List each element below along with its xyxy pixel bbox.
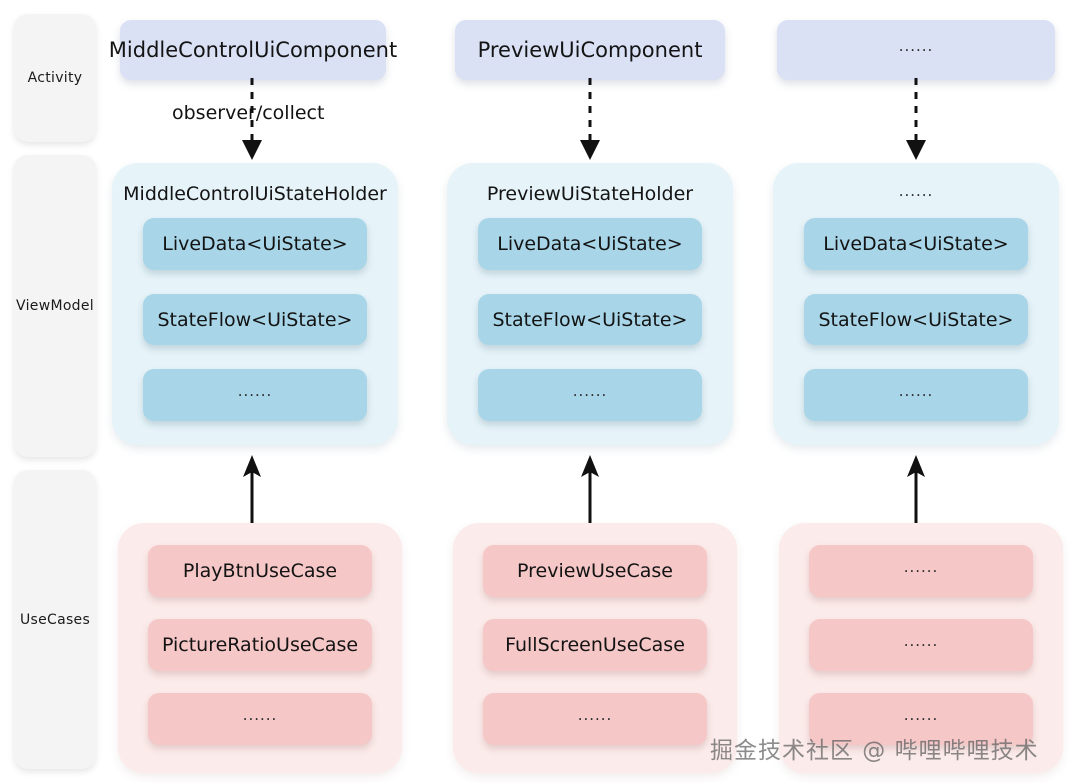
state-item-1-1[interactable]: StateFlow<UiState> — [143, 293, 367, 346]
state-item-2-1[interactable]: StateFlow<UiState> — [478, 293, 702, 346]
layer-label-usecases-text: UseCases — [19, 611, 91, 628]
state-holder-title-1: MiddleControlUiStateHolder — [123, 183, 387, 205]
layer-label-activity: Activity — [14, 14, 96, 142]
usecases-container-1: PlayBtnUseCase PictureRatioUseCase .....… — [118, 523, 402, 773]
state-item-label-3-2: ...... — [898, 382, 934, 401]
usecase-to-viewmodel-arrow-2 — [581, 455, 599, 527]
state-holder-container-2: PreviewUiStateHolder LiveData<UiState> S… — [447, 163, 733, 445]
state-item-label-2-1: StateFlow<UiState> — [492, 308, 688, 331]
usecase-label-1-2: ...... — [242, 706, 278, 724]
state-item-3-1[interactable]: StateFlow<UiState> — [804, 293, 1028, 346]
usecase-label-2-0: PreviewUseCase — [517, 560, 673, 582]
state-holder-container-1: MiddleControlUiStateHolder LiveData<UiSt… — [112, 163, 398, 445]
usecase-item-3-0[interactable]: ...... — [809, 545, 1033, 597]
edge-label-observer-collect: observer/collect — [172, 102, 324, 124]
state-holder-title-3: ...... — [898, 182, 934, 205]
ui-component-box-2[interactable]: PreviewUiComponent — [455, 20, 725, 80]
usecase-label-1-0: PlayBtnUseCase — [182, 560, 338, 582]
state-item-label-1-2: ...... — [237, 382, 273, 401]
usecase-label-3-2: ...... — [903, 706, 939, 724]
state-holder-title-2: PreviewUiStateHolder — [486, 183, 694, 205]
watermark-text: 掘金技术社区 @ 哔哩哔哩技术 — [710, 738, 1039, 764]
ui-component-label-1: MiddleControlUiComponent — [108, 38, 398, 62]
ui-component-label-2: PreviewUiComponent — [477, 38, 703, 62]
state-item-2-0[interactable]: LiveData<UiState> — [478, 218, 702, 270]
usecase-label-2-2: ...... — [577, 706, 613, 724]
ui-component-box-1[interactable]: MiddleControlUiComponent — [109, 20, 397, 80]
observer-collect-connector-3 — [906, 78, 926, 160]
usecase-label-3-0: ...... — [903, 558, 939, 576]
state-item-label-2-2: ...... — [572, 382, 608, 401]
state-item-3-0[interactable]: LiveData<UiState> — [804, 218, 1028, 270]
ui-component-label-3: ...... — [898, 37, 934, 55]
state-holder-container-3: ...... LiveData<UiState> StateFlow<UiSta… — [773, 163, 1059, 445]
usecase-to-viewmodel-arrow-3 — [907, 455, 925, 527]
usecase-item-2-1[interactable]: FullScreenUseCase — [483, 619, 707, 671]
layer-label-viewmodel: ViewModel — [14, 155, 96, 457]
usecases-container-2: PreviewUseCase FullScreenUseCase ...... — [453, 523, 737, 773]
state-item-1-2[interactable]: ...... — [143, 369, 367, 422]
edge-label-observer-collect-text: observer/collect — [172, 102, 325, 124]
layer-label-viewmodel-text: ViewModel — [16, 298, 94, 314]
observer-collect-connector-2 — [580, 78, 600, 160]
usecase-label-2-1: FullScreenUseCase — [505, 634, 685, 656]
usecase-item-3-2[interactable]: ...... — [809, 693, 1033, 745]
state-item-label-1-1: StateFlow<UiState> — [157, 308, 353, 331]
state-item-2-2[interactable]: ...... — [478, 369, 702, 422]
usecases-container-3: ...... ...... ...... — [779, 523, 1063, 773]
state-item-label-3-1: StateFlow<UiState> — [818, 308, 1014, 331]
state-item-label-2-0: LiveData<UiState> — [497, 232, 683, 255]
watermark: 掘金技术社区 @ 哔哩哔哩技术 — [710, 731, 1039, 765]
usecase-to-viewmodel-arrow-1 — [243, 455, 261, 527]
state-holder-title-text-3: ...... — [898, 182, 934, 200]
state-item-label-1-0: LiveData<UiState> — [162, 232, 348, 255]
observer-collect-connector-1 — [242, 78, 262, 160]
state-item-1-0[interactable]: LiveData<UiState> — [143, 218, 367, 270]
usecase-label-1-1: PictureRatioUseCase — [161, 634, 359, 656]
layer-label-usecases: UseCases — [14, 470, 96, 769]
usecase-item-2-2[interactable]: ...... — [483, 693, 707, 745]
layer-label-activity-text: Activity — [27, 70, 83, 86]
usecase-item-1-1[interactable]: PictureRatioUseCase — [148, 619, 372, 671]
usecase-item-3-1[interactable]: ...... — [809, 619, 1033, 671]
usecase-label-3-1: ...... — [903, 632, 939, 650]
state-item-label-3-0: LiveData<UiState> — [823, 232, 1009, 255]
usecase-item-1-2[interactable]: ...... — [148, 693, 372, 745]
state-item-3-2[interactable]: ...... — [804, 369, 1028, 422]
usecase-item-2-0[interactable]: PreviewUseCase — [483, 545, 707, 597]
ui-component-box-3[interactable]: ...... — [777, 20, 1055, 80]
usecase-item-1-0[interactable]: PlayBtnUseCase — [148, 545, 372, 597]
